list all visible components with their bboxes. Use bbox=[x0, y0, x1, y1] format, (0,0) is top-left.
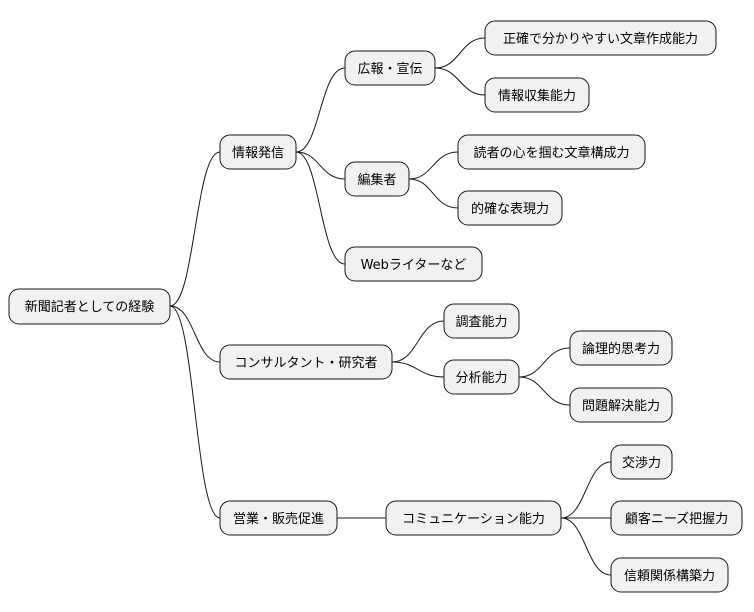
node-mondai-label: 問題解決能力 bbox=[582, 399, 660, 414]
node-joho-shushu: 情報収集能力 bbox=[484, 77, 590, 113]
node-ronri-label: 論理的思考力 bbox=[582, 341, 660, 357]
edge-consultant-to-chosa bbox=[391, 320, 445, 363]
node-communication: コミュニケーション能力 bbox=[385, 500, 562, 536]
node-hyogen-label: 的確な表現力 bbox=[471, 201, 549, 217]
edge-koho-to-shushu bbox=[434, 67, 486, 96]
edge-root-to-joho bbox=[169, 151, 221, 307]
node-joho-hasshin-label: 情報発信 bbox=[232, 146, 284, 161]
node-joho-hasshin: 情報発信 bbox=[219, 134, 297, 170]
edge-koho-to-bunsho bbox=[434, 37, 486, 69]
edge-joho-to-henshu bbox=[295, 151, 346, 180]
node-web-writer-label: Webライターなど bbox=[361, 258, 467, 273]
node-mondai: 問題解決能力 bbox=[569, 387, 673, 423]
node-communication-label: コミュニケーション能力 bbox=[402, 512, 545, 527]
node-eigyo-label: 営業・販売促進 bbox=[233, 511, 324, 527]
edge-comm-to-shinrai bbox=[560, 517, 612, 576]
node-henshusha: 編集者 bbox=[344, 161, 410, 197]
node-kosho: 交渉力 bbox=[610, 444, 673, 480]
node-consultant-label: コンサルタント・研究者 bbox=[234, 356, 377, 371]
node-henshusha-label: 編集者 bbox=[357, 172, 396, 188]
edge-comm-to-kosho bbox=[560, 461, 612, 519]
edge-joho-to-koho bbox=[295, 67, 346, 153]
node-chosa: 調査能力 bbox=[443, 303, 520, 339]
node-bunsho-kosei: 読者の心を掴む文章構成力 bbox=[457, 134, 646, 170]
edge-joho-to-web bbox=[295, 151, 346, 265]
edge-root-to-eigyo bbox=[169, 305, 221, 519]
node-web-writer: Webライターなど bbox=[344, 246, 483, 282]
edge-bunseki-to-mondai bbox=[518, 376, 571, 406]
node-bunseki: 分析能力 bbox=[443, 359, 520, 395]
node-kokyaku-needs: 顧客ニーズ把握力 bbox=[610, 500, 743, 536]
mindmap-edges bbox=[169, 37, 612, 576]
edge-henshu-to-kosei bbox=[408, 151, 459, 180]
node-bunsho-kosei-label: 読者の心を掴む文章構成力 bbox=[473, 145, 629, 161]
node-consultant: コンサルタント・研究者 bbox=[219, 344, 393, 380]
node-root: 新聞記者としての経験 bbox=[8, 288, 171, 325]
node-bunsho-sakusei: 正確で分かりやすい文章作成能力 bbox=[484, 20, 717, 56]
node-joho-shushu-label: 情報収集能力 bbox=[498, 88, 576, 104]
node-hyogen: 的確な表現力 bbox=[457, 190, 563, 226]
node-eigyo: 営業・販売促進 bbox=[219, 500, 338, 536]
node-kosho-label: 交渉力 bbox=[622, 455, 661, 471]
edge-root-to-consultant bbox=[169, 305, 221, 363]
edge-bunseki-to-ronri bbox=[518, 347, 571, 378]
node-bunsho-sakusei-label: 正確で分かりやすい文章作成能力 bbox=[503, 31, 698, 47]
node-root-label: 新聞記者としての経験 bbox=[25, 299, 155, 315]
node-koho-senden-label: 広報・宣伝 bbox=[357, 61, 422, 77]
node-shinrai: 信頼関係構築力 bbox=[610, 557, 729, 593]
node-shinrai-label: 信頼関係構築力 bbox=[624, 569, 715, 584]
edge-consultant-to-bunseki bbox=[391, 361, 445, 378]
node-koho-senden: 広報・宣伝 bbox=[344, 50, 436, 86]
node-ronri: 論理的思考力 bbox=[569, 330, 673, 366]
node-kokyaku-needs-label: 顧客ニーズ把握力 bbox=[625, 511, 728, 527]
edge-henshu-to-hyogen bbox=[408, 178, 459, 209]
node-bunseki-label: 分析能力 bbox=[455, 371, 507, 386]
node-chosa-label: 調査能力 bbox=[455, 315, 507, 330]
